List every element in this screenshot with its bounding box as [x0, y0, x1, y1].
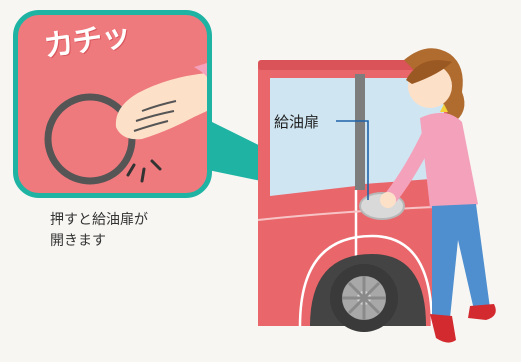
car-window-front [270, 78, 356, 196]
car-roof-edge [258, 60, 454, 70]
earring [440, 104, 448, 112]
car-pillar [355, 74, 365, 190]
hand [380, 192, 396, 208]
zoom-callout-panel: カチッ [13, 10, 212, 198]
pressing-hand [115, 63, 207, 140]
click-motion-lines [126, 159, 162, 183]
fuel-door-leader-line [336, 120, 369, 200]
shoe-right [468, 304, 496, 320]
wheel-arch-line [298, 234, 434, 327]
arm [385, 125, 437, 203]
fuel-door-outline [44, 93, 136, 185]
hair-bangs [406, 60, 452, 84]
caption-line-1: 押すと給油扉が [50, 212, 148, 228]
body-crease [257, 205, 453, 221]
shoe-left [430, 314, 456, 343]
callout-illustration [44, 63, 207, 185]
instruction-caption: 押すと給油扉が 開きます [50, 210, 148, 252]
woman-figure [380, 48, 496, 343]
fuel-door-label: 給油扉 [274, 113, 320, 131]
caption-line-2: 開きます [50, 233, 106, 249]
jeans [432, 204, 490, 318]
wheel-spokes [342, 276, 386, 320]
